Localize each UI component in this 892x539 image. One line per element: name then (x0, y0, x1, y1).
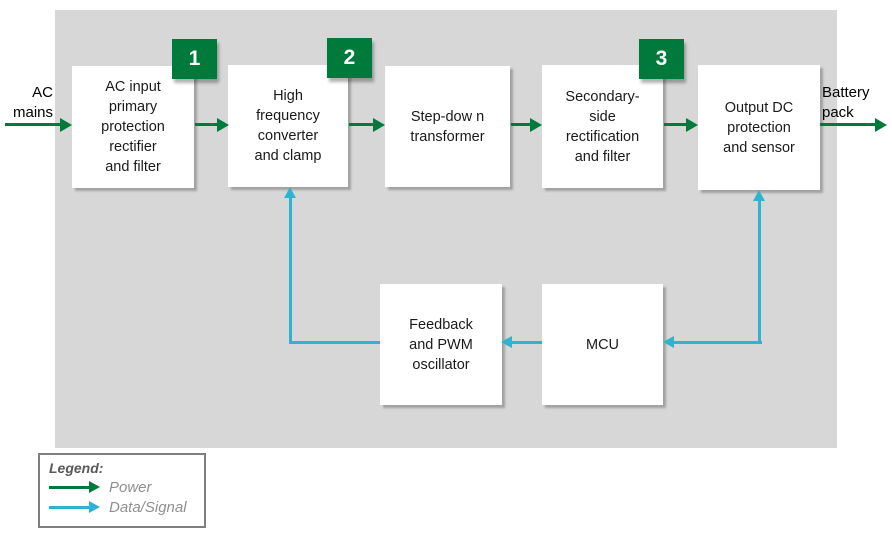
arrow-shaft (195, 123, 219, 126)
legend-box: Legend: Power Data/Signal (38, 453, 206, 528)
arrow-shaft (758, 200, 761, 344)
block-mcu: MCU (542, 284, 663, 405)
legend-item-label: Data/Signal (109, 498, 187, 516)
block-output-dc-protection: Output DC protection and sensor (698, 65, 820, 190)
step-badge-2: 2 (327, 38, 372, 78)
legend-item-label: Power (109, 478, 152, 496)
arrow-head (753, 190, 765, 201)
arrow-head (373, 118, 385, 132)
arrow-shaft (664, 123, 688, 126)
block-label: High frequency converter and clamp (254, 88, 322, 164)
power-arrow-icon (49, 480, 103, 494)
block-label: Step-dow n transformer (410, 108, 485, 145)
badge-number: 1 (188, 47, 201, 70)
block-secondary-rectification: Secondary- side rectification and filter (542, 65, 663, 188)
block-ac-input-protection: AC input primary protection rectifier an… (72, 66, 194, 188)
block-label: Secondary- side rectification and filter (565, 88, 640, 165)
arrow-head (284, 187, 296, 198)
block-label: MCU (585, 336, 620, 353)
legend-item-power: Power (49, 477, 204, 497)
block-label: Output DC protection and sensor (723, 99, 795, 156)
step-badge-1: 1 (172, 39, 217, 79)
block-label: Feedback and PWM oscillator (409, 316, 473, 373)
arrow-head (875, 118, 887, 132)
badge-number: 2 (343, 46, 356, 69)
arrow-shaft (820, 123, 876, 126)
arrow-shaft (674, 341, 762, 344)
block-feedback-pwm-oscillator: Feedback and PWM oscillator (380, 284, 502, 405)
block-high-frequency-converter: High frequency converter and clamp (228, 65, 348, 187)
arrow-head (530, 118, 542, 132)
legend-title: Legend: (49, 460, 104, 476)
arrow-head (217, 118, 229, 132)
signal-arrow-icon (49, 500, 103, 514)
block-step-down-transformer: Step-dow n transformer (385, 66, 510, 187)
arrow-shaft (289, 341, 380, 344)
step-badge-3: 3 (639, 39, 684, 79)
arrow-head (501, 336, 512, 348)
badge-number: 3 (655, 47, 668, 70)
arrow-head (663, 336, 674, 348)
arrow-shaft (349, 123, 375, 126)
arrow-head (60, 118, 72, 132)
arrow-shaft (289, 197, 292, 344)
arrow-shaft (512, 341, 542, 344)
ac-mains-label: AC mains (12, 84, 53, 121)
arrow-shaft (511, 123, 532, 126)
arrow-head (686, 118, 698, 132)
block-label: AC input primary protection rectifier an… (101, 79, 165, 175)
arrow-shaft (5, 123, 62, 126)
battery-pack-label: Battery pack (822, 84, 870, 121)
legend-item-data-signal: Data/Signal (49, 497, 204, 517)
